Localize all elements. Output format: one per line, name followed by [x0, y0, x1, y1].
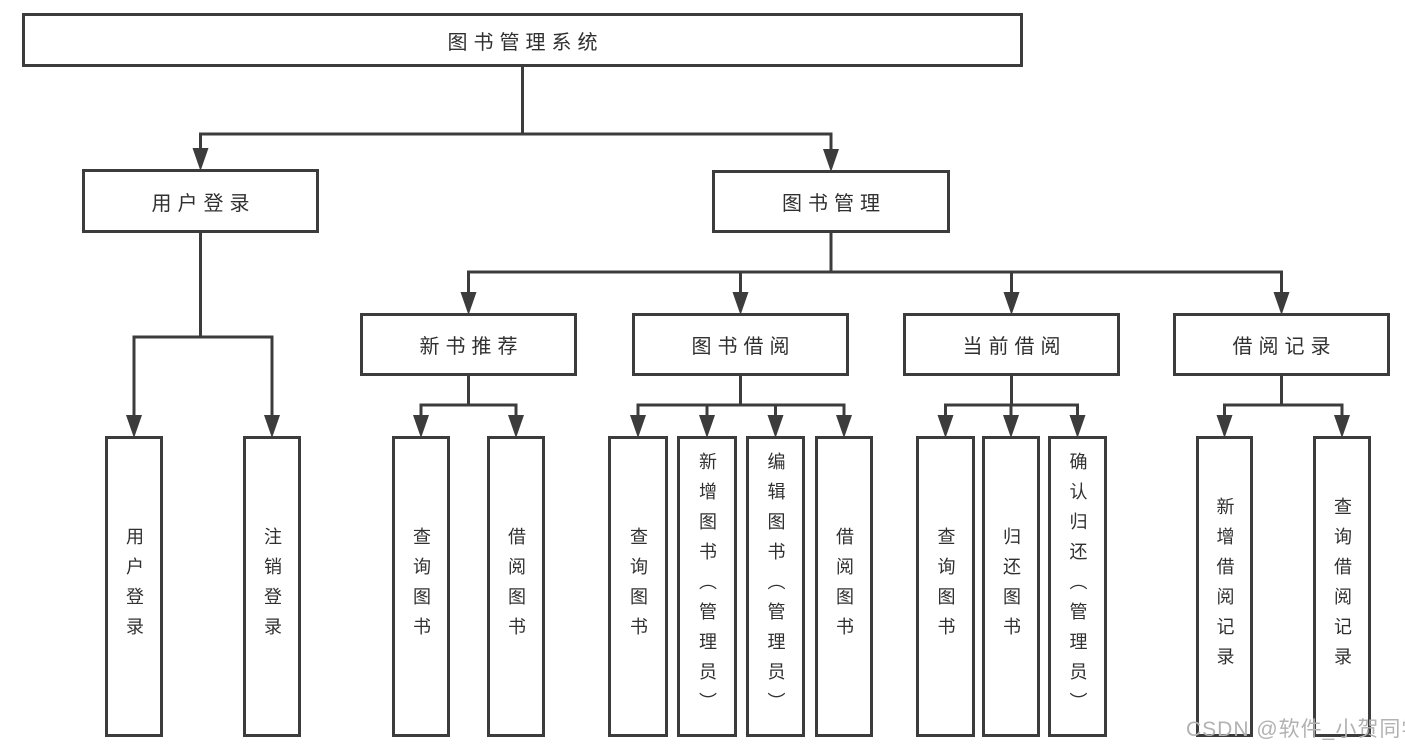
node-bookmgmt: 图书管理 — [712, 170, 950, 233]
node-bw-edit: 编辑图书（管理员） — [746, 436, 805, 737]
node-label: 查询图书 — [935, 526, 956, 647]
node-label: 图书借阅 — [691, 336, 796, 358]
node-rec-query: 查询借阅记录 — [1313, 436, 1371, 737]
watermark: CSDN @软件_小贺同学 — [1186, 718, 1405, 741]
node-records: 借阅记录 — [1173, 313, 1390, 376]
node-label: 查询图书 — [411, 526, 431, 647]
node-label: 归还图书 — [1001, 526, 1021, 647]
node-label: 新增图书（管理员） — [697, 451, 717, 722]
node-bw-add: 新增图书（管理员） — [677, 436, 737, 737]
node-label: 借阅图书 — [506, 526, 526, 647]
node-label: 用户登录 — [151, 192, 256, 215]
node-cur-confirm: 确认归还（管理员） — [1048, 436, 1107, 737]
node-root: 图书管理系统 — [22, 13, 1023, 67]
node-bw-query: 查询图书 — [608, 436, 668, 737]
node-label: 借阅记录 — [1232, 336, 1337, 358]
node-label: 图书管理 — [782, 193, 886, 215]
node-login-user: 用户登录 — [105, 436, 163, 737]
node-label: 新书推荐 — [419, 336, 524, 358]
node-nb-borrow: 借阅图书 — [487, 436, 545, 737]
node-rec-add: 新增借阅记录 — [1196, 436, 1253, 737]
node-label: 查询借阅记录 — [1332, 496, 1352, 677]
node-newbook: 新书推荐 — [360, 313, 577, 376]
node-label: 查询图书 — [628, 526, 648, 647]
node-nb-query: 查询图书 — [392, 436, 450, 737]
node-label: 注销登录 — [262, 526, 282, 647]
node-label: 新增借阅记录 — [1214, 496, 1235, 677]
node-bw-borrow: 借阅图书 — [815, 436, 873, 737]
node-label: 当前借阅 — [962, 336, 1067, 358]
node-label: 借阅图书 — [834, 526, 854, 647]
node-label: 确认归还（管理员） — [1067, 451, 1088, 722]
node-label: 图书管理系统 — [447, 31, 604, 54]
node-cur-query: 查询图书 — [916, 436, 975, 737]
node-label: 编辑图书（管理员） — [765, 451, 786, 722]
node-cur-return: 归还图书 — [982, 436, 1040, 737]
node-login: 用户登录 — [82, 169, 319, 233]
node-login-out: 注销登录 — [243, 436, 301, 737]
node-current: 当前借阅 — [903, 313, 1120, 376]
node-borrow: 图书借阅 — [632, 313, 849, 376]
node-label: 用户登录 — [124, 526, 144, 647]
